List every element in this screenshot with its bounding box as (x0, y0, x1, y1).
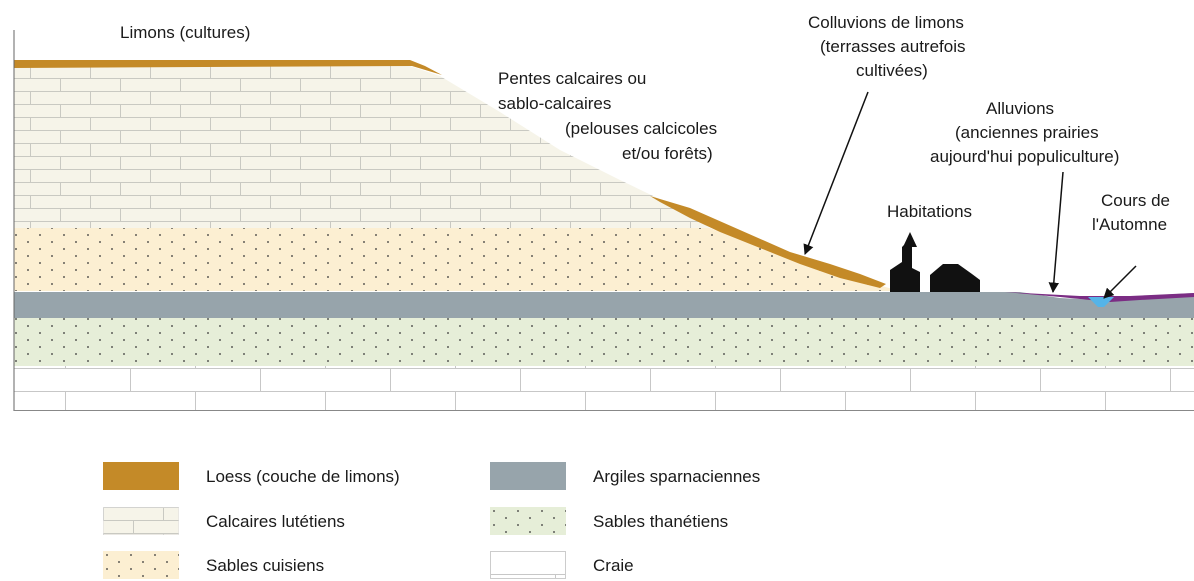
label-pentes-line4: et/ou forêts) (622, 144, 713, 163)
label-colluvions-line1: Colluvions de limons (808, 13, 964, 32)
legend-swatch-craie (490, 551, 566, 579)
house-icon (930, 264, 980, 292)
label-pentes-line2: sablo-calcaires (498, 94, 612, 113)
legend-label-sables-cuisiens: Sables cuisiens (206, 556, 325, 575)
legend-label-calcaire: Calcaires lutétiens (206, 512, 345, 531)
label-alluvions-line3: aujourd'hui populiculture) (930, 147, 1120, 166)
church-icon (890, 242, 920, 292)
label-cours-line1: Cours de (1101, 191, 1170, 210)
label-alluvions-line2: (anciennes prairies (955, 123, 1099, 142)
river-automne (1088, 297, 1114, 307)
layer-sables-cuisiens (14, 228, 900, 291)
legend-swatch-sables-cuisiens (103, 551, 179, 579)
church-spire-icon (903, 232, 917, 247)
arrow-alluvions (1048, 171, 1064, 294)
label-pentes-line1: Pentes calcaires ou (498, 69, 647, 88)
label-colluvions-line3: cultivées) (856, 61, 928, 80)
legend-label-sables-thanetiens: Sables thanétiens (593, 512, 729, 531)
label-limons: Limons (cultures) (120, 23, 251, 42)
layer-colluvions (650, 196, 886, 288)
label-habitations: Habitations (887, 202, 973, 221)
layer-craie (14, 365, 1194, 411)
label-colluvions-line2: (terrasses autrefois (820, 37, 966, 56)
label-alluvions-line1: Alluvions (986, 99, 1055, 118)
label-pentes-line3: (pelouses calcicoles (565, 119, 718, 138)
layer-calcaires (14, 66, 710, 228)
legend-swatch-loess (103, 462, 179, 490)
layer-argiles (14, 292, 1194, 318)
label-cours-line2: l'Automne (1092, 215, 1168, 234)
legend-label-loess: Loess (couche de limons) (206, 467, 400, 486)
legend-label-craie: Craie (593, 556, 634, 575)
arrow-colluvions (803, 91, 869, 255)
legend-label-argiles: Argiles sparnaciennes (593, 467, 761, 486)
arrow-cours (1103, 265, 1137, 299)
legend-swatch-calcaire (103, 507, 179, 535)
layer-sables-thanetiens (14, 318, 1194, 366)
legend-swatch-argiles (490, 462, 566, 490)
layer-loess (14, 60, 442, 75)
legend-swatch-sables-thanetiens (490, 507, 566, 535)
